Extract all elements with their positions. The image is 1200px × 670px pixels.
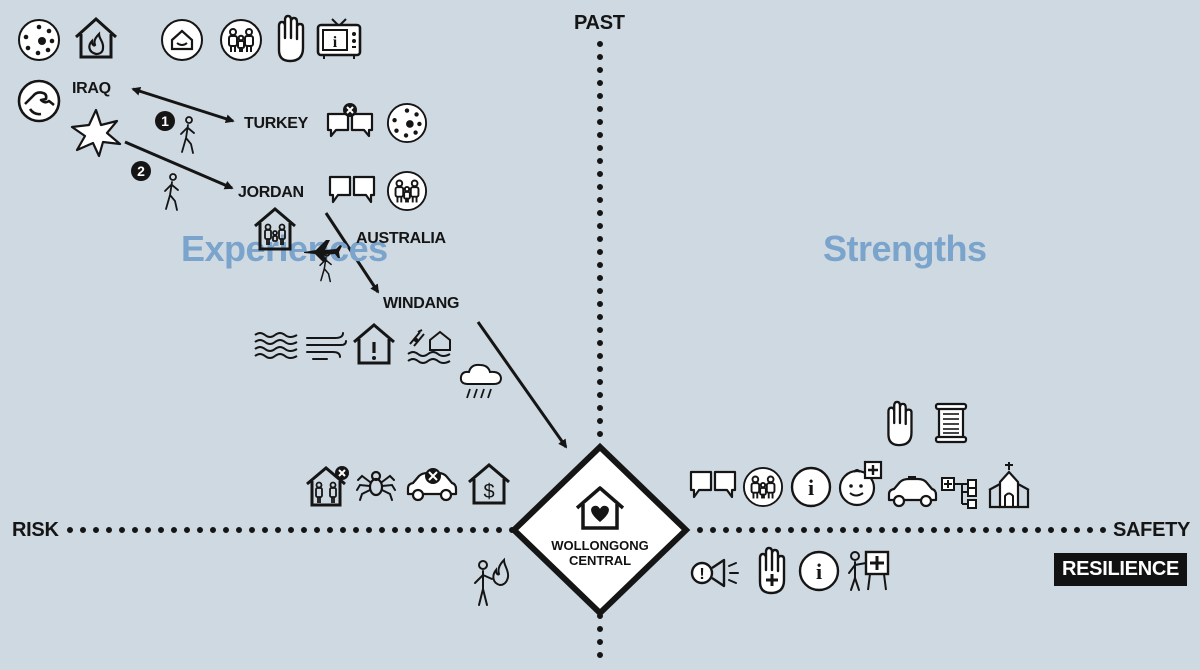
speech-bubbles-no-icon (326, 102, 374, 142)
step-number-2-text: 2 (137, 163, 145, 179)
dots-circle-icon (17, 18, 61, 62)
place-label-australia: AUSTRALIA (356, 230, 446, 247)
axis-label-risk: RISK (12, 519, 59, 541)
resilience-badge: RESILIENCE (1054, 553, 1188, 586)
axis-label-past: PAST (574, 12, 625, 34)
airplane-icon (302, 238, 342, 262)
person-fire-icon (470, 555, 510, 607)
svg-text:$: $ (483, 481, 494, 503)
arrow-windang-wollongong (476, 321, 568, 449)
svg-text:i: i (333, 34, 338, 51)
centre-label: WOLLONGONG CENTRAL (530, 538, 670, 568)
spider-icon (355, 466, 397, 504)
house-fire-icon (73, 16, 119, 60)
megaphone-icon: ! (690, 556, 742, 590)
place-label-turkey: TURKEY (244, 115, 308, 132)
family-icon (742, 466, 784, 508)
place-label-iraq: IRAQ (72, 80, 111, 97)
hand-plus-icon (754, 546, 788, 596)
step-number-1: 1 (154, 110, 176, 132)
flood-icon (406, 326, 452, 364)
hand-map-icon (16, 78, 62, 124)
step-number-2: 2 (130, 160, 152, 182)
svg-text:i: i (808, 475, 814, 500)
stop-hand-icon (882, 400, 916, 448)
info-icon: i (790, 466, 832, 508)
car-icon (886, 476, 938, 508)
speech-bubbles-icon (328, 175, 376, 207)
family-icon (219, 18, 263, 62)
waves-icon (253, 330, 299, 360)
person-first-aid-icon (846, 548, 892, 592)
speech-bubbles-icon (689, 470, 737, 502)
centre-label-line1: WOLLONGONG (551, 538, 649, 553)
explosion-star-icon (70, 108, 122, 158)
quadrant-label-strengths: Strengths (823, 228, 987, 269)
place-label-jordan: JORDAN (238, 184, 304, 201)
step-number-1-text: 1 (161, 113, 169, 129)
arrow-jordan-windang (324, 212, 380, 294)
family-icon (386, 170, 428, 212)
place-label-windang: WINDANG (383, 295, 460, 312)
rain-cloud-icon (458, 362, 504, 402)
walking-person-icon (178, 116, 198, 156)
wind-icon (305, 330, 347, 360)
church-icon (986, 460, 1032, 510)
house-warning-icon (352, 322, 396, 366)
network-plus-icon (940, 474, 982, 510)
axis-label-safety: SAFETY (1113, 519, 1191, 541)
arrow-iraq-jordan (124, 140, 234, 190)
centre-label-line2: CENTRAL (568, 553, 632, 568)
svg-text:!: ! (699, 566, 704, 583)
dots-circle-icon (386, 102, 428, 144)
info-icon: i (798, 550, 840, 592)
car-no-icon (404, 466, 458, 504)
house-heart-icon (575, 486, 625, 530)
stop-hand-icon (273, 14, 307, 64)
house-dollar-icon: $ (466, 462, 512, 506)
walking-person-icon (162, 173, 182, 213)
walking-person-icon (316, 250, 336, 284)
arrow-iraq-turkey (131, 86, 235, 124)
svg-text:i: i (816, 559, 822, 584)
wollongong-diamond (509, 442, 691, 618)
baby-face-plus-icon (837, 460, 885, 508)
family-house-icon (252, 206, 298, 252)
scroll-icon (934, 402, 968, 444)
baby-face-icon (160, 18, 204, 62)
family-house-no-icon (304, 464, 352, 508)
tv-info-icon: i (316, 16, 362, 60)
